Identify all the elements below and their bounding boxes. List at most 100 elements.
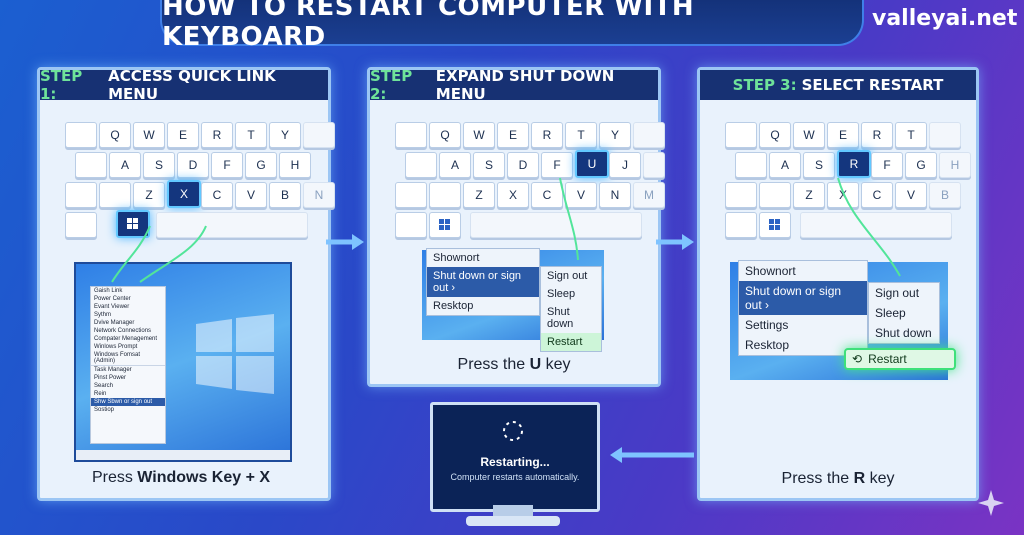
windows-logo-icon [769, 219, 780, 230]
menu-item[interactable]: Pinst Power [94, 375, 127, 381]
key-w: W [463, 122, 495, 148]
key-m: M [633, 182, 665, 208]
step-2-caption: Press the U key [370, 356, 658, 374]
key-b: B [929, 182, 961, 208]
menu-item-sign-out[interactable]: Sign out [875, 286, 920, 300]
menu-item[interactable]: Settings [745, 318, 789, 332]
menu-item[interactable]: Shownort [433, 252, 480, 264]
menu-item[interactable]: Evant Viewer [94, 304, 130, 310]
menu-item[interactable]: Power Center [94, 296, 131, 302]
step-3-title: SELECT RESTART [801, 76, 944, 94]
menu-item-shut-down[interactable]: Shut down [547, 306, 574, 330]
key-a: A [109, 152, 141, 178]
menu-item[interactable]: Compater Menagement [94, 336, 158, 342]
windows-logo-icon [439, 219, 450, 230]
windows-logo-icon [196, 314, 274, 394]
key [75, 152, 107, 178]
menu-item[interactable]: Search [94, 383, 114, 389]
restarting-text: Restarting... [480, 455, 550, 469]
key-r-highlighted: R [837, 150, 871, 178]
menu-item[interactable]: Resktop [433, 300, 474, 312]
menu-item[interactable]: Task Manager [91, 365, 165, 374]
key-a: A [769, 152, 801, 178]
key [429, 182, 461, 208]
key-c: C [201, 182, 233, 208]
step-1-header: STEP 1: ACCESS QUICK LINK MENU [40, 67, 328, 103]
arrow-head-icon [352, 234, 364, 250]
menu-item-shut-down[interactable]: Shut down or sign out › [739, 281, 867, 315]
caption-text: key [865, 470, 895, 487]
menu-item-sleep[interactable]: Sleep [547, 288, 576, 300]
menu-item[interactable]: Windows Fomsat (Admin) [94, 352, 141, 364]
menu-item-sleep[interactable]: Sleep [875, 306, 906, 320]
key-j: J [609, 152, 641, 178]
sparkle-icon [978, 490, 1004, 516]
key [99, 182, 131, 208]
key-z: Z [133, 182, 165, 208]
key [725, 212, 757, 238]
restarting-subtext: Computer restarts automatically. [450, 472, 580, 482]
spinner-icon [503, 421, 523, 441]
menu-label: Shut down or sign out [745, 284, 842, 312]
spacebar [156, 212, 308, 238]
monitor-stand [493, 505, 533, 519]
key [725, 182, 757, 208]
step-2-header: STEP 2: EXPAND SHUT DOWN MENU [370, 67, 658, 103]
key [395, 212, 427, 238]
page-title: HOW TO RESTART COMPUTER WITH KEYBOARD [160, 0, 864, 52]
spacebar [470, 212, 642, 238]
arrow-head-icon [682, 234, 694, 250]
restart-button-highlighted[interactable]: ⟲ Restart [844, 348, 956, 370]
key-v: V [235, 182, 267, 208]
menu-item-sign-out[interactable]: Sign out [547, 270, 588, 282]
menu-item-restart[interactable]: Restart [541, 333, 601, 351]
key-q: Q [429, 122, 461, 148]
menu-item-shut-down[interactable]: Shw Sbwn or sign out [91, 398, 165, 406]
key-q: Q [99, 122, 131, 148]
step-2-number: STEP 2: [370, 67, 413, 103]
menu-item[interactable]: Sostiop [94, 407, 115, 413]
caption-key: R [853, 470, 866, 487]
key [65, 212, 97, 238]
step-2-title: EXPAND SHUT DOWN MENU [435, 67, 615, 103]
key-d: D [507, 152, 539, 178]
menu-item[interactable]: Resktop [745, 338, 790, 352]
key-x: X [827, 182, 859, 208]
key-e: E [497, 122, 529, 148]
shutdown-flyout-2: Sign out Sleep Shut down Restart [540, 266, 602, 352]
menu-item[interactable]: Winlows Prompt [94, 344, 138, 350]
caption-text: Press the [781, 470, 854, 487]
menu-item[interactable]: Shownort [745, 264, 796, 278]
key-x: X [497, 182, 529, 208]
restart-label: Restart [868, 352, 907, 366]
key-x-highlighted: X [167, 180, 201, 208]
key-u-highlighted: U [575, 150, 609, 178]
key-t: T [895, 122, 927, 148]
key [65, 182, 97, 208]
key [633, 122, 665, 148]
menu-item[interactable]: Gaish Link [94, 288, 123, 294]
key-f: F [211, 152, 243, 178]
key-y: Y [599, 122, 631, 148]
spacebar [800, 212, 952, 238]
step-2-panel: STEP 2: EXPAND SHUT DOWN MENU Q W E R T … [367, 67, 665, 387]
key-r: R [531, 122, 563, 148]
key-v: V [895, 182, 927, 208]
key [759, 182, 791, 208]
step-1-caption: Press Windows Key + X [40, 469, 322, 487]
key [735, 152, 767, 178]
key-h: H [279, 152, 311, 178]
windows-logo-icon [127, 218, 138, 229]
menu-item-shut-down[interactable]: Shut down or sign out › [427, 267, 539, 297]
key-z: Z [793, 182, 825, 208]
key-f: F [541, 152, 573, 178]
key-s: S [803, 152, 835, 178]
menu-item[interactable]: Dvive Manager [94, 320, 135, 326]
caption-key: Windows Key + X [137, 469, 271, 486]
key-r: R [861, 122, 893, 148]
menu-item[interactable]: Network Connections [94, 328, 152, 334]
menu-item[interactable]: Sythm [94, 312, 112, 318]
key-w: W [793, 122, 825, 148]
menu-item[interactable]: Rein [94, 391, 107, 397]
menu-item-shut-down[interactable]: Shut down [875, 326, 932, 340]
